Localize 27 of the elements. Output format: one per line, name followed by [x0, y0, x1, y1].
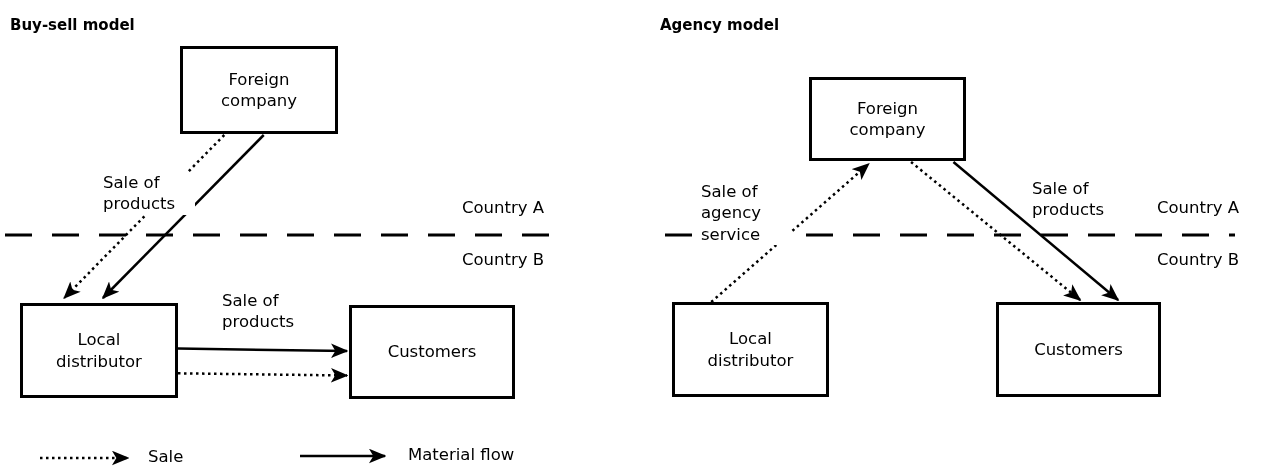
region-label: Country B: [1157, 249, 1240, 271]
box: [996, 302, 1161, 397]
arrow: [910, 161, 1082, 301]
arrow: [178, 368, 349, 383]
box: [672, 302, 829, 397]
region-label: Country B: [462, 249, 545, 271]
region-label: Country A: [462, 197, 545, 219]
arrow: [952, 161, 1120, 301]
region-label: Country A: [1157, 197, 1240, 219]
arrow: [178, 343, 349, 359]
panel-title: Agency model: [660, 16, 780, 36]
box: [180, 46, 338, 134]
box-label: Local distributor: [706, 328, 795, 371]
edge-label: Sale of products: [103, 172, 195, 215]
box-label: Foreign company: [219, 68, 298, 112]
box: [349, 305, 515, 399]
legend-label: Material flow: [408, 444, 515, 466]
arrow: [710, 163, 870, 303]
panel-title: Buy-sell model: [10, 16, 135, 36]
box: [20, 303, 178, 398]
box-label: Customers: [1033, 338, 1124, 361]
legend-label: Sale: [148, 446, 184, 468]
box-label: Local distributor: [55, 329, 143, 372]
box-label: Foreign company: [848, 97, 927, 141]
arrow: [101, 134, 265, 300]
box-label: Customers: [386, 341, 478, 363]
box: [809, 77, 966, 161]
